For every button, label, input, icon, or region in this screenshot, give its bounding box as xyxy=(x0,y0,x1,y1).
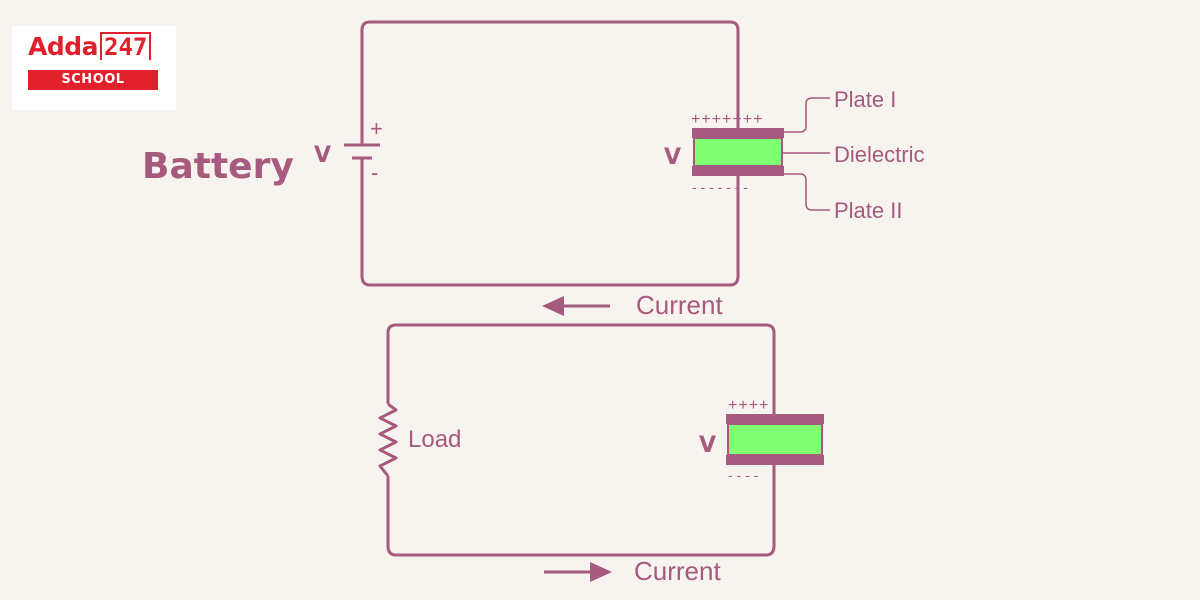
plate-negative-charges: - - - - - - - xyxy=(692,179,748,195)
bottom-circuit-wire xyxy=(386,323,776,557)
plate-positive-charges: +++++++ xyxy=(691,111,763,128)
battery-minus: - xyxy=(371,160,378,185)
plate-2-discharge xyxy=(726,455,824,465)
dielectric-discharge xyxy=(727,423,823,456)
logo-number: 247 xyxy=(100,32,152,60)
logo-brand: Adda xyxy=(28,32,99,61)
current-arrow-left-head xyxy=(542,296,564,316)
logo-tagline: SCHOOL xyxy=(28,70,158,90)
top-circuit-wire xyxy=(360,20,740,287)
plate1-label: Plate I xyxy=(834,87,896,112)
dielectric-label: Dielectric xyxy=(834,142,924,167)
current-arrow-right-head xyxy=(590,562,612,582)
dielectric xyxy=(693,137,783,167)
load-label: Load xyxy=(408,426,461,453)
battery-voltage: V xyxy=(314,143,331,168)
plate-1 xyxy=(692,128,784,138)
plate1-leader xyxy=(784,97,830,133)
plate-2 xyxy=(692,166,784,176)
logo: Adda 247 SCHOOL xyxy=(12,26,176,110)
plate-positive-charges-2: ++++ xyxy=(728,397,769,414)
plate-1-discharge xyxy=(726,414,824,424)
battery-plus: + xyxy=(370,116,383,141)
load-resistor xyxy=(378,402,398,477)
current-label-bottom: Current xyxy=(634,556,721,586)
plate2-label: Plate II xyxy=(834,198,902,223)
capacitor2-voltage: V xyxy=(699,433,716,458)
capacitor-voltage: V xyxy=(664,145,681,170)
plate-negative-charges-2: - - - - xyxy=(728,467,759,483)
current-label-top: Current xyxy=(636,290,723,320)
plate2-leader xyxy=(784,173,830,211)
battery-label: Battery xyxy=(142,146,294,187)
